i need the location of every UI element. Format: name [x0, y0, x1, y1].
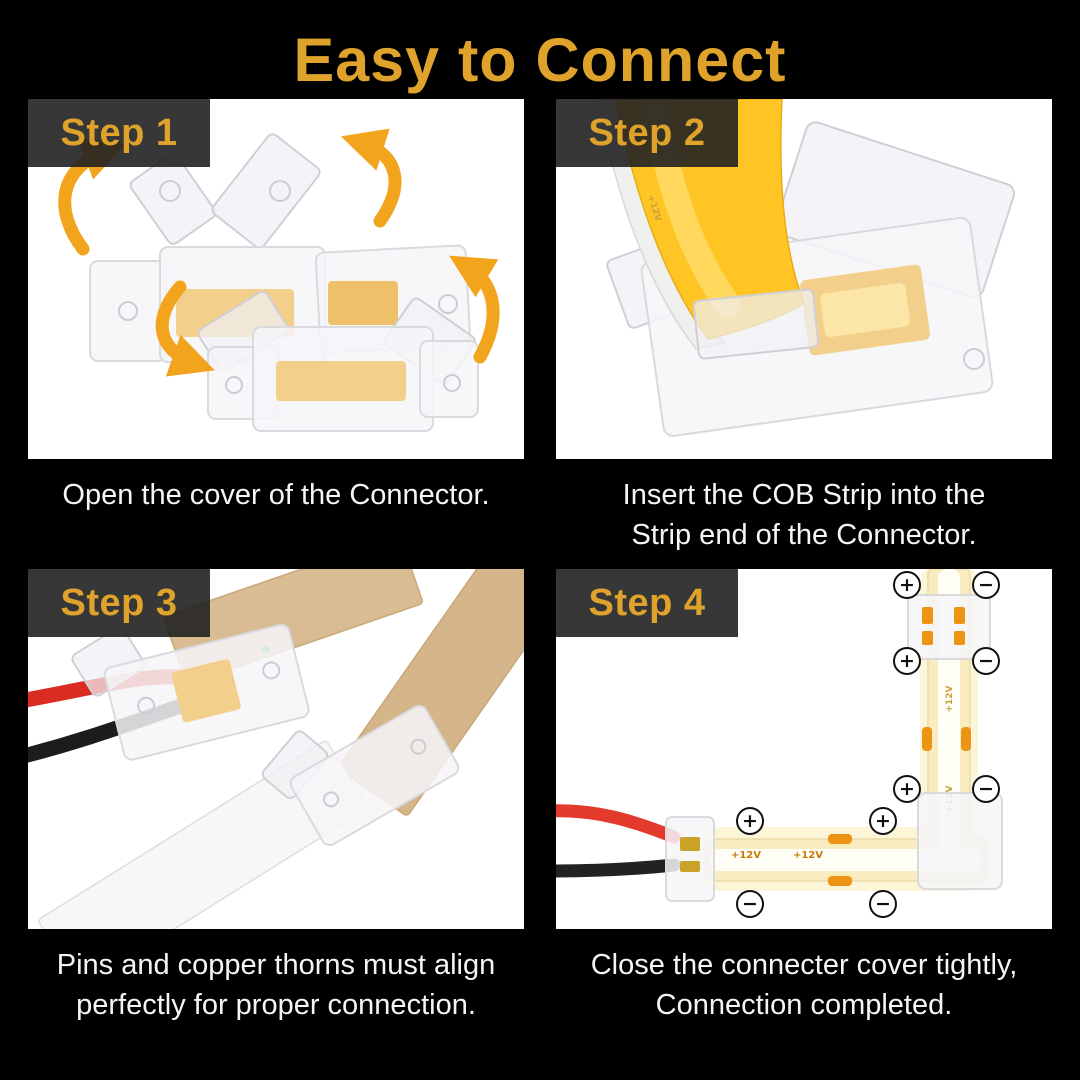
step-2-panel: +12V Step 2 [556, 99, 1052, 459]
step-3-badge: Step 3 [28, 569, 210, 637]
step-4-caption: Close the connecter cover tightly, Conne… [556, 929, 1052, 1039]
step-1-panel: Step 1 [28, 99, 524, 459]
minus-marker: − [972, 571, 1000, 599]
black-wire-icon [556, 858, 681, 878]
strip-voltage-label: +12V [731, 850, 761, 861]
wire-connector-icon [71, 623, 310, 761]
caption-line: Close the connecter cover tightly, [590, 949, 1018, 981]
step-1-caption: Open the cover of the Connector. [28, 459, 524, 569]
plus-marker: + [736, 807, 764, 835]
rotate-arrow-icon [449, 255, 500, 364]
step-4-panel: +12V +12V +12V +12V [556, 569, 1052, 929]
caption-line: Strip end of the Connector. [631, 519, 977, 551]
caption-line: Pins and copper thorns must align [56, 949, 496, 981]
rotate-arrow-icon [340, 128, 402, 228]
strip-voltage-label: +12V [793, 850, 823, 861]
strip-voltage-label: +12V [945, 685, 955, 712]
step-2-badge: Step 2 [556, 99, 738, 167]
minus-marker: − [972, 647, 1000, 675]
step-3-cell: Step 3 Pins and copper thorns must align… [28, 569, 524, 1039]
closed-connector-icon [665, 816, 715, 902]
plus-marker: + [893, 775, 921, 803]
plus-marker: + [893, 647, 921, 675]
minus-marker: − [972, 775, 1000, 803]
step-1-photo [58, 128, 500, 432]
step-3-photo [28, 569, 524, 929]
step-4-badge: Step 4 [556, 569, 738, 637]
step-1-cell: Step 1 Open the cover of the Connector. [28, 99, 524, 569]
step-1-badge: Step 1 [28, 99, 210, 167]
step-4-cell: +12V +12V +12V +12V [556, 569, 1052, 1039]
step-2-cell: +12V Step 2 Insert the COB Strip into th… [556, 99, 1052, 569]
closed-connector-icon [907, 594, 991, 660]
caption-line: Insert the COB Strip into the [622, 479, 986, 511]
minus-marker: − [736, 890, 764, 918]
plus-marker: + [869, 807, 897, 835]
caption-line: Connection completed. [655, 989, 953, 1021]
step-3-panel: Step 3 [28, 569, 524, 929]
steps-grid: Step 1 Open the cover of the Connector. [0, 99, 1080, 1039]
step-3-caption: Pins and copper thorns must align perfec… [28, 929, 524, 1039]
step-4-photo: +12V +12V +12V +12V [556, 569, 1003, 902]
step-2-caption: Insert the COB Strip into the Strip end … [556, 459, 1052, 569]
minus-marker: − [869, 890, 897, 918]
open-connector-icon [197, 290, 479, 432]
red-wire-icon [556, 804, 681, 844]
rotate-arrow-icon [155, 280, 215, 377]
corner-connector-icon [917, 792, 1003, 890]
page-title: Easy to Connect [293, 26, 787, 94]
plus-marker: + [893, 571, 921, 599]
caption-line: perfectly for proper connection. [76, 989, 476, 1021]
caption-line: Open the cover of the Connector. [62, 479, 490, 511]
strip-joint-connector-icon [261, 704, 460, 847]
